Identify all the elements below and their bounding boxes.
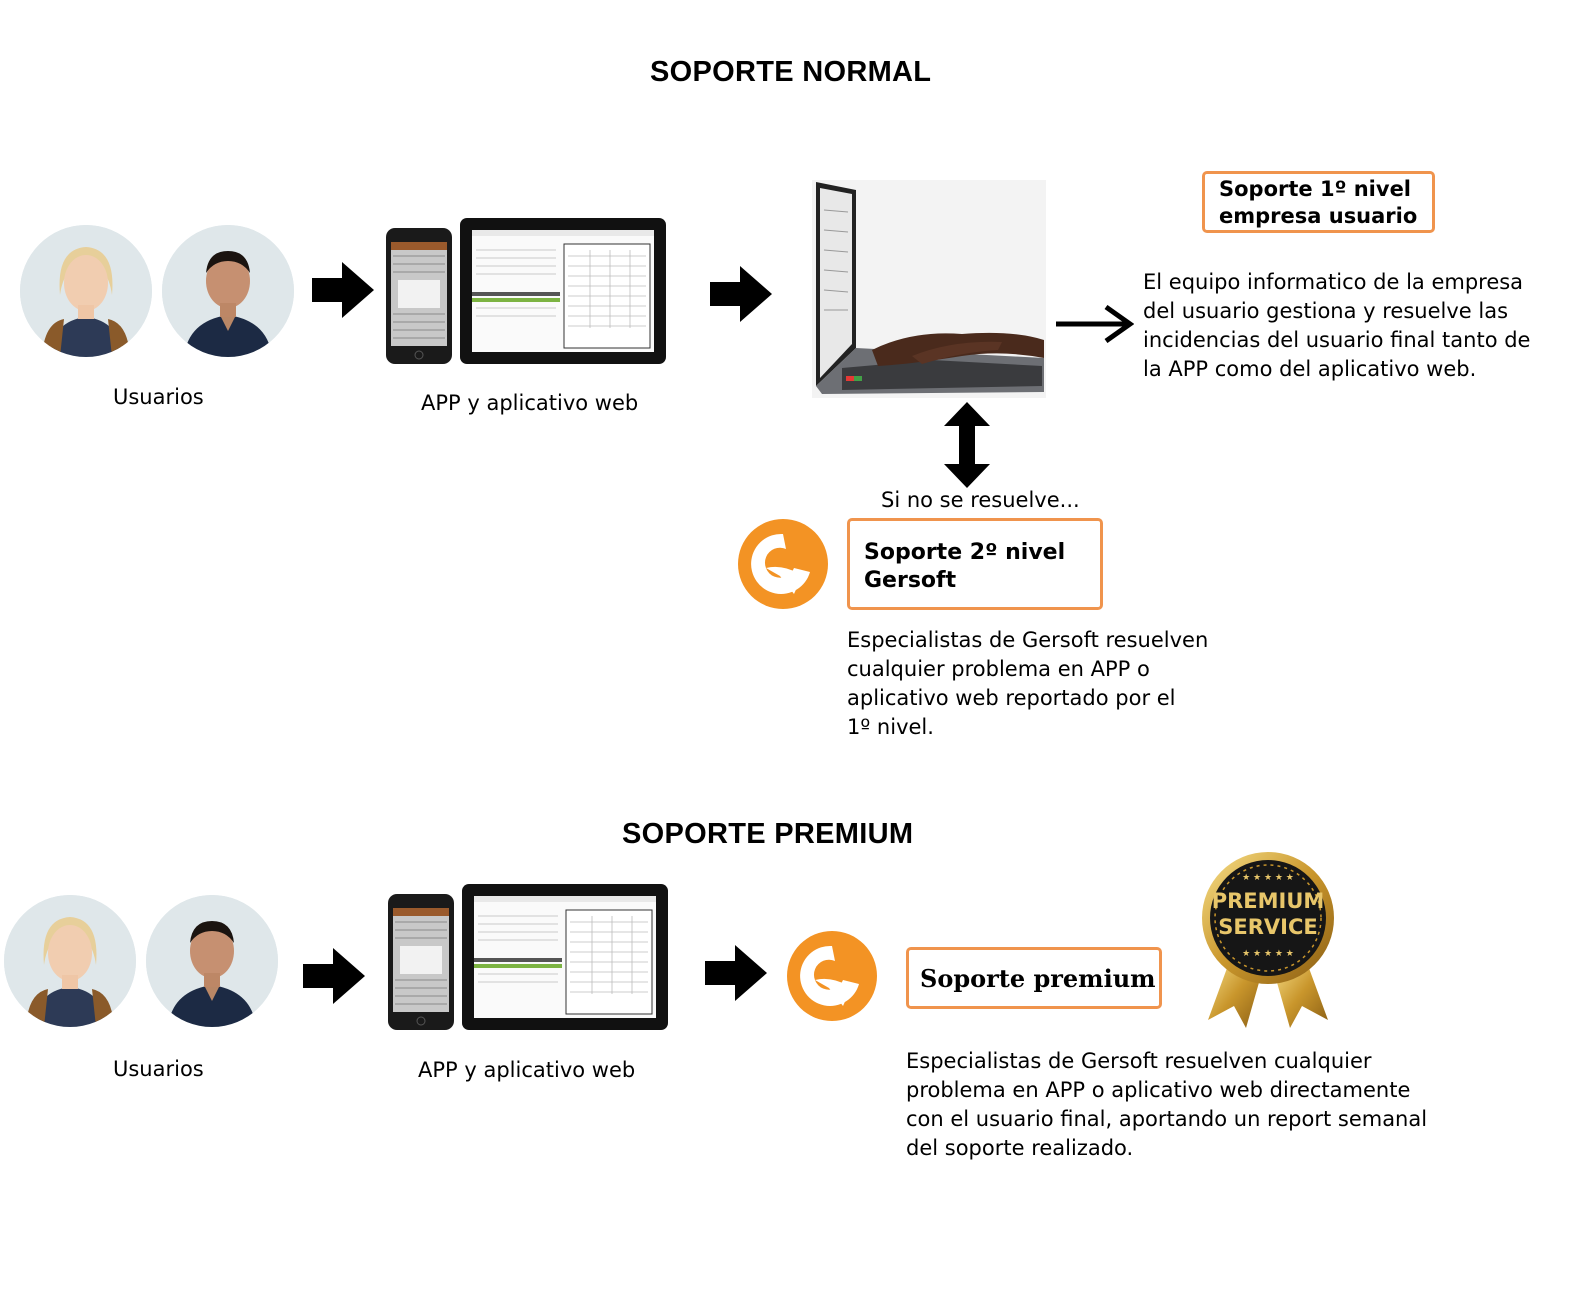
level2-desc-line: Especialistas de Gersoft resuelven: [847, 628, 1209, 652]
premium-desc-line: problema en APP o aplicativo web directa…: [906, 1078, 1411, 1102]
arrow-right-icon: [705, 945, 767, 1001]
badge-text-line2: SERVICE: [1218, 915, 1317, 939]
laptop-image: [812, 180, 1046, 398]
gersoft-logo-icon: [738, 519, 828, 609]
premium-service-badge: PREMIUM SERVICE ★ ★ ★ ★ ★ ★ ★ ★ ★ ★: [1202, 852, 1334, 1028]
double-arrow-icon: [944, 402, 990, 488]
premium-desc-line: Especialistas de Gersoft resuelven cualq…: [906, 1049, 1372, 1073]
users-label: Usuarios: [113, 385, 204, 409]
escalation-label: Si no se resuelve...: [881, 488, 1080, 512]
level1-box-line1: Soporte 1º nivel: [1219, 177, 1412, 201]
level2-desc-line: 1º nivel.: [847, 715, 934, 739]
section-title-normal: SOPORTE NORMAL: [650, 56, 932, 88]
user-avatar-man: [146, 895, 278, 1027]
section-title-premium: SOPORTE PREMIUM: [622, 818, 914, 850]
user-avatar-woman: [20, 225, 152, 357]
star-icon: ★ ★ ★ ★ ★: [1242, 873, 1294, 883]
app-label: APP y aplicativo web: [421, 391, 639, 415]
arrow-right-icon: [312, 262, 374, 318]
level2-desc-line: aplicativo web reportado por el: [847, 686, 1176, 710]
level2-box-line2: Gersoft: [864, 568, 957, 593]
level2-support-box: Soporte 2º nivel Gersoft: [847, 518, 1103, 610]
level2-desc-line: cualquier problema en APP o: [847, 657, 1150, 681]
users-label: Usuarios: [113, 1057, 204, 1081]
level1-desc-line: incidencias del usuario final tanto de: [1143, 328, 1531, 352]
level1-desc-line: la APP como del aplicativo web.: [1143, 357, 1477, 381]
arrow-right-icon: [1056, 305, 1134, 343]
arrow-right-icon: [710, 266, 772, 322]
arrow-right-icon: [303, 948, 365, 1004]
star-icon: ★ ★ ★ ★ ★: [1242, 949, 1294, 959]
level2-box-line1: Soporte 2º nivel: [864, 540, 1066, 565]
premium-desc-line: del soporte realizado.: [906, 1136, 1134, 1160]
user-avatar-woman: [4, 895, 136, 1027]
level1-box-line2: empresa usuario: [1219, 204, 1418, 228]
gersoft-logo-icon: [787, 931, 877, 1021]
premium-desc-line: con el usuario final, aportando un repor…: [906, 1107, 1428, 1131]
level2-description: Especialistas de Gersoft resuelven cualq…: [847, 626, 1208, 742]
level1-support-box: Soporte 1º nivel empresa usuario: [1202, 171, 1435, 233]
badge-text-line1: PREMIUM: [1212, 889, 1325, 913]
level1-desc-line: El equipo informatico de la empresa: [1143, 270, 1524, 294]
app-devices-image: [384, 216, 668, 366]
user-avatar-man: [162, 225, 294, 357]
app-devices-image: [386, 882, 670, 1032]
premium-box-label: Soporte premium: [920, 964, 1156, 993]
premium-description: Especialistas de Gersoft resuelven cualq…: [906, 1047, 1427, 1163]
level1-description: El equipo informatico de la empresa del …: [1143, 268, 1530, 384]
premium-support-box: Soporte premium: [906, 947, 1162, 1009]
level1-desc-line: del usuario gestiona y resuelve las: [1143, 299, 1509, 323]
app-label: APP y aplicativo web: [418, 1058, 636, 1082]
